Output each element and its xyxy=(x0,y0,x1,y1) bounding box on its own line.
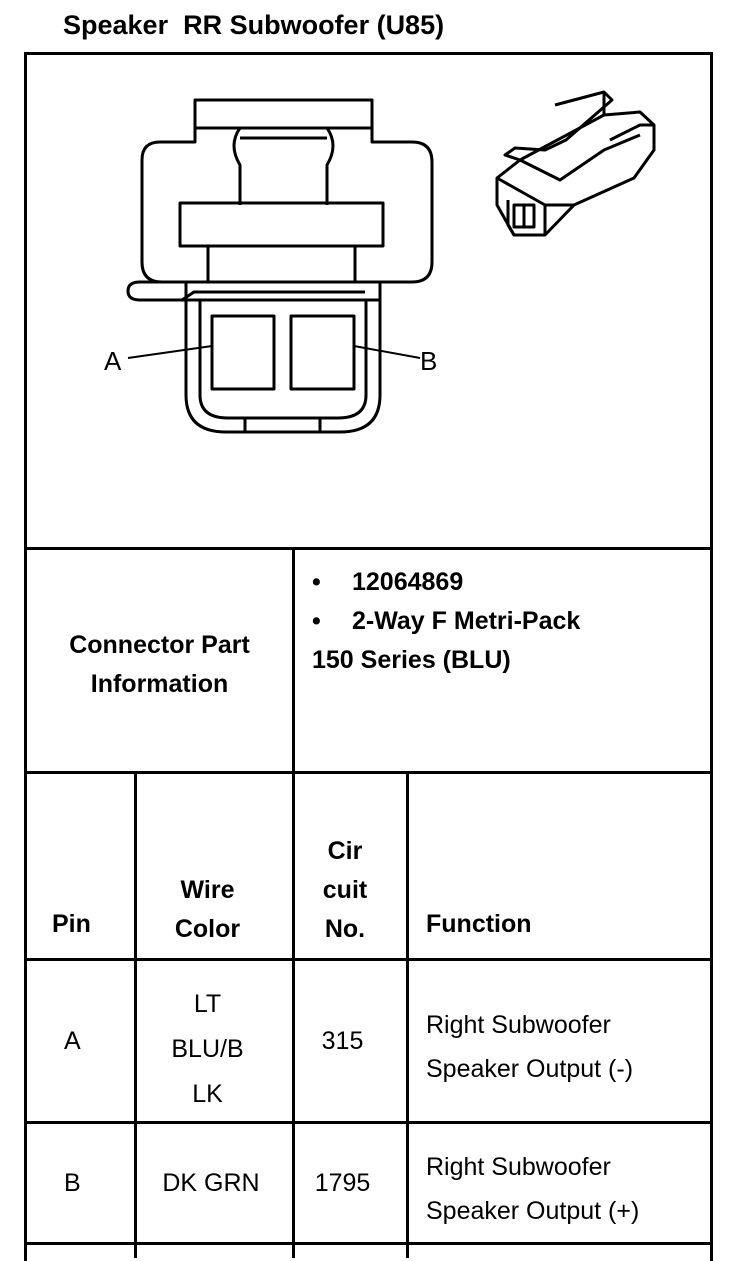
row-divider xyxy=(24,1242,710,1245)
row-divider xyxy=(24,547,710,550)
row-a-circuit: 315 xyxy=(321,1027,364,1055)
row-b-circuit: 1795 xyxy=(314,1169,371,1197)
column-divider xyxy=(406,771,409,1258)
connector-housing-outline xyxy=(140,98,434,434)
page-title: Speaker RR Subwoofer (U85) xyxy=(63,10,445,40)
header-wire-color: Wire Color xyxy=(174,876,241,943)
pin-label-a: A xyxy=(104,346,122,376)
connector-latch xyxy=(193,100,374,130)
row-divider xyxy=(24,1121,710,1124)
part-number: 12064869 xyxy=(352,568,464,596)
header-circuit-number: Cir cuit No. xyxy=(322,837,368,943)
connector-type: 2-Way F Metri-Pack xyxy=(352,607,581,635)
bullet-glyph: • xyxy=(312,568,321,596)
terminal-b xyxy=(289,314,356,391)
connector-isometric-view xyxy=(495,90,656,237)
bullet-glyph: • xyxy=(312,607,321,635)
connector-diagram xyxy=(126,90,656,434)
row-a-function: Right Subwoofer Speaker Output (-) xyxy=(426,1011,634,1083)
connector-table-frame xyxy=(24,52,713,1261)
row-divider xyxy=(24,771,710,774)
row-a-wire-color: LT BLU/B LK xyxy=(171,990,244,1108)
pin-label-b: B xyxy=(420,346,438,376)
row-a-pin: A xyxy=(64,1027,81,1055)
row-b-wire-color: DK GRN xyxy=(162,1169,260,1197)
connector-info-label: Connector Part Information xyxy=(69,631,250,698)
column-divider xyxy=(134,771,137,1258)
header-function: Function xyxy=(426,910,532,938)
terminal-a xyxy=(210,314,276,391)
row-b-function: Right Subwoofer Speaker Output (+) xyxy=(426,1153,640,1225)
row-divider xyxy=(24,958,710,961)
connector-series: 150 Series (BLU) xyxy=(312,646,511,674)
row-b-pin: B xyxy=(64,1169,81,1197)
header-pin: Pin xyxy=(52,910,91,938)
column-divider xyxy=(292,547,295,1258)
